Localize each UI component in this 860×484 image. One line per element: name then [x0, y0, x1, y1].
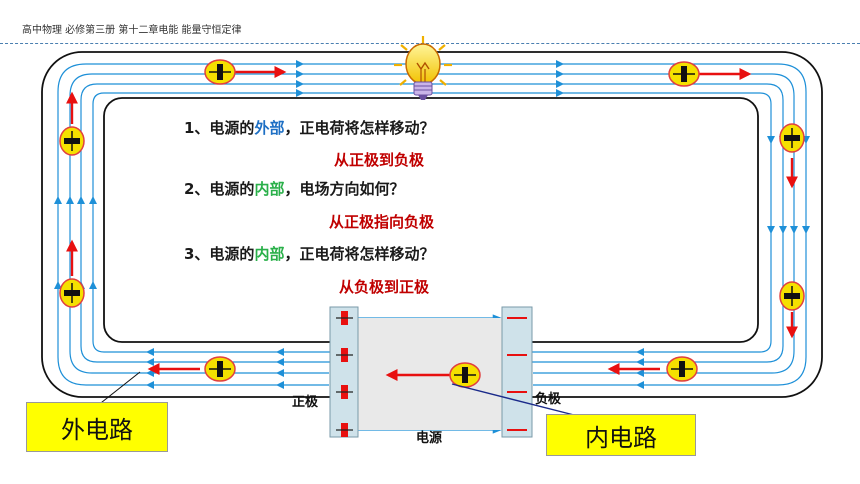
field-arrowhead — [556, 80, 564, 88]
field-arrowhead — [89, 281, 97, 289]
field-arrowhead — [276, 381, 284, 389]
field-line — [69, 73, 795, 374]
field-arrowhead — [276, 348, 284, 356]
field-arrowhead — [779, 226, 787, 234]
question-3: 3、电源的内部，正电荷将怎样移动？ — [184, 245, 435, 263]
header-title: 高中物理 必修第三册 第十二章电能 能量守恒定律 — [22, 25, 242, 36]
question-3-highlight: 内部 — [254, 245, 285, 263]
field-arrowhead — [77, 196, 85, 204]
charges — [59, 59, 805, 388]
field-arrowhead — [556, 70, 564, 78]
field-line-ring — [54, 60, 810, 389]
field-arrowhead — [790, 226, 798, 234]
charge-motion-arrows — [66, 66, 798, 381]
power-source — [329, 306, 533, 438]
field-arrowhead — [767, 136, 775, 144]
field-arrowhead — [802, 226, 810, 234]
field-arrowhead — [556, 60, 564, 68]
answer-2: 从正极指向负极 — [329, 213, 435, 231]
field-arrowhead — [636, 381, 644, 389]
positive-charge-icon — [449, 362, 481, 388]
field-arrowhead — [66, 196, 74, 204]
positive-charge-icon — [668, 61, 700, 87]
external-circuit-callout: 外电路 — [26, 402, 168, 452]
question-2-highlight: 内部 — [254, 180, 285, 198]
question-1: 1、电源的外部，正电荷将怎样移动？ — [184, 119, 435, 137]
answer-3: 从负极到正极 — [339, 278, 430, 296]
power-source-label: 电源 — [416, 431, 443, 446]
negative-pole-label: 负极 — [535, 392, 562, 407]
internal-callout-pointer — [451, 383, 575, 416]
field-arrowhead — [296, 89, 304, 97]
positive-charge-icon — [59, 278, 85, 308]
field-arrowhead — [636, 369, 644, 377]
positive-charge-icon — [204, 59, 236, 85]
field-arrowhead — [636, 358, 644, 366]
field-arrowhead — [146, 381, 154, 389]
field-line — [80, 83, 784, 363]
field-arrowhead — [146, 348, 154, 356]
header-divider — [0, 43, 860, 44]
field-line-ring — [89, 89, 775, 356]
question-1-highlight: 外部 — [254, 119, 285, 137]
positive-charge-icon — [204, 356, 236, 382]
field-arrowhead — [296, 70, 304, 78]
question-2: 2、电源的内部，电场方向如何？ — [184, 180, 405, 198]
positive-charge-icon — [59, 126, 85, 156]
field-arrowhead — [636, 348, 644, 356]
internal-circuit-callout: 内电路 — [546, 414, 696, 456]
positive-pole-label: 正极 — [292, 395, 319, 410]
field-arrowhead — [146, 358, 154, 366]
field-line — [57, 63, 807, 386]
field-arrowhead — [296, 80, 304, 88]
field-arrowhead — [54, 281, 62, 289]
positive-charge-icon — [666, 356, 698, 382]
positive-mark — [336, 385, 353, 399]
field-arrowhead — [89, 196, 97, 204]
answer-1: 从正极到负极 — [334, 151, 425, 169]
field-line — [92, 92, 772, 353]
field-arrowhead — [767, 226, 775, 234]
positive-mark — [336, 348, 353, 362]
field-arrowhead — [54, 196, 62, 204]
positive-charge-icon — [779, 123, 805, 153]
field-arrowhead — [276, 358, 284, 366]
field-arrowhead — [556, 89, 564, 97]
field-arrowhead — [276, 369, 284, 377]
lightbulb-icon — [394, 36, 452, 100]
positive-charge-icon — [779, 281, 805, 311]
field-arrowhead — [296, 60, 304, 68]
positive-mark — [336, 423, 353, 437]
positive-mark — [336, 311, 353, 325]
